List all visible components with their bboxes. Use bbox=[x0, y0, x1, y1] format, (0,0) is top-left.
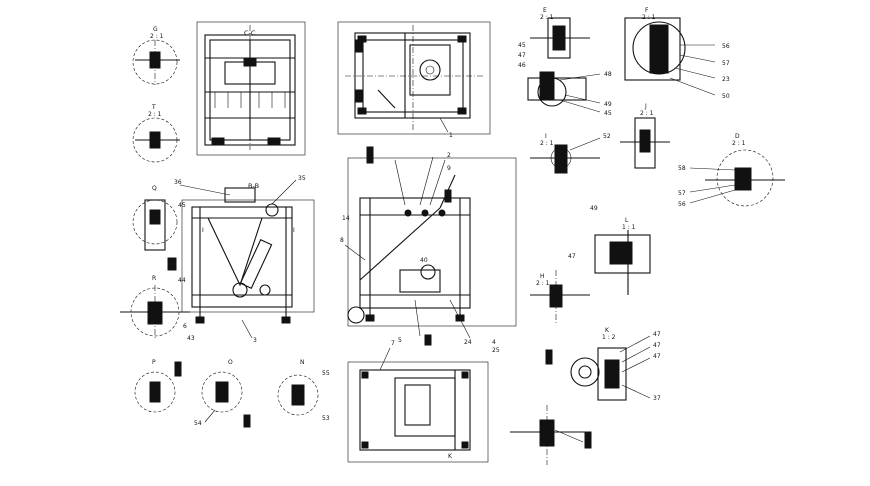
detail-t-scale: 2 : 1 bbox=[148, 111, 162, 118]
callout-48: 50 bbox=[722, 93, 730, 100]
detail-f: F 2 : 1 56 57 23 50 bbox=[624, 7, 730, 100]
callout-30: 40 bbox=[420, 257, 428, 264]
callout-4: 4 bbox=[492, 339, 496, 346]
section-d-title: D bbox=[735, 133, 740, 140]
detail-k: K 1 : 2 47 47 47 37 bbox=[545, 327, 661, 402]
callout-33: 43 bbox=[187, 335, 195, 342]
section-bb-title: B-B bbox=[248, 182, 259, 190]
svg-text:K: K bbox=[448, 453, 453, 460]
detail-p-title: P bbox=[152, 359, 156, 366]
svg-text:I: I bbox=[202, 227, 204, 234]
callout-52: 54 bbox=[194, 420, 202, 427]
callout-6: 6 bbox=[183, 323, 187, 330]
callout-2: 2 bbox=[447, 152, 451, 159]
detail-g-scale: 2 : 1 bbox=[150, 33, 164, 40]
detail-i-title: I bbox=[545, 133, 547, 140]
detail-lower-right bbox=[510, 405, 592, 465]
detail-h-scale: 2 : 1 bbox=[536, 280, 550, 287]
detail-k-scale: 1 : 2 bbox=[602, 334, 616, 341]
view-section-cc: C-C bbox=[196, 21, 306, 156]
callout-25: 35 bbox=[298, 175, 306, 182]
detail-e-scale: 2 : 1 bbox=[540, 14, 554, 21]
detail-o: O 54 bbox=[194, 359, 251, 428]
callout-42: 47 bbox=[653, 331, 661, 338]
callout-26: 36 bbox=[174, 179, 182, 186]
callout-47: 49 bbox=[590, 205, 598, 212]
detail-j-title: J bbox=[644, 103, 647, 110]
callout-38: 47 bbox=[568, 253, 576, 260]
view-bottom-plan: 7 K bbox=[347, 340, 489, 463]
detail-h-title: H bbox=[540, 273, 545, 280]
detail-l-title: L bbox=[625, 217, 629, 224]
callout-35: 45 bbox=[178, 202, 186, 209]
detail-j: J 2 : 1 bbox=[620, 103, 670, 169]
detail-d: D 2 : 1 58 57 56 bbox=[678, 133, 785, 208]
detail-i: I 2 : 1 52 bbox=[530, 133, 611, 174]
callout-37: 47 bbox=[518, 52, 526, 59]
callout-34: 44 bbox=[178, 277, 186, 284]
callout-8: 8 bbox=[340, 237, 344, 244]
callout-44: 48 bbox=[604, 71, 612, 78]
view-front-elevation: 2 9 8 14 40 5 24 4 25 bbox=[340, 146, 517, 354]
callout-20: 24 bbox=[464, 339, 472, 346]
detail-o-title: O bbox=[228, 359, 233, 366]
detail-q: Q 45 44 bbox=[132, 185, 186, 284]
detail-n-title: N bbox=[300, 359, 305, 366]
callout-50: 53 bbox=[322, 415, 330, 422]
callout-29: 37 bbox=[653, 395, 661, 402]
detail-f-title: F bbox=[645, 7, 649, 14]
detail-p: P bbox=[134, 359, 182, 413]
callout-43: 47 bbox=[653, 353, 661, 360]
detail-gear: 48 49 45 bbox=[527, 71, 612, 117]
svg-text:I: I bbox=[293, 227, 295, 234]
detail-k-title: K bbox=[605, 327, 610, 334]
callout-49: 52 bbox=[603, 133, 611, 140]
callout-53: 55 bbox=[322, 370, 330, 377]
detail-n: N 55 53 bbox=[277, 359, 330, 422]
detail-l-scale: 1 : 1 bbox=[622, 224, 636, 231]
detail-j-scale: 2 : 1 bbox=[640, 110, 654, 117]
detail-q-title: Q bbox=[152, 185, 157, 192]
callout-56: 56 bbox=[678, 201, 686, 208]
callout-9: 9 bbox=[447, 165, 451, 172]
detail-t: T 2 : 1 bbox=[132, 104, 180, 163]
detail-r: R 6 43 bbox=[120, 275, 195, 342]
callout-5: 5 bbox=[398, 337, 402, 344]
detail-l: L 1 : 1 49 bbox=[590, 205, 651, 295]
callout-35b: 45 bbox=[518, 42, 526, 49]
callout-1: 1 bbox=[449, 132, 453, 139]
callout-58: 58 bbox=[678, 165, 686, 172]
callout-3: 3 bbox=[253, 337, 257, 344]
callout-36: 46 bbox=[518, 62, 526, 69]
detail-r-title: R bbox=[152, 275, 156, 282]
callout-46: 49 bbox=[604, 101, 612, 108]
callout-23: 23 bbox=[722, 76, 730, 83]
detail-g-title: G bbox=[153, 26, 158, 33]
detail-i-scale: 2 : 1 bbox=[540, 140, 554, 147]
detail-g: G 2 : 1 bbox=[132, 26, 180, 85]
view-section-bb: B-B 36 35 3 I I bbox=[174, 175, 315, 344]
callout-45: 45 bbox=[604, 110, 612, 117]
callout-14: 14 bbox=[342, 215, 350, 222]
callout-7: 7 bbox=[391, 340, 395, 347]
detail-t-title: T bbox=[151, 104, 156, 111]
detail-e: E 2 : 1 45 47 46 bbox=[518, 7, 590, 69]
callout-57: 57 bbox=[678, 190, 686, 197]
section-d-scale: 2 : 1 bbox=[732, 140, 746, 147]
callout-55: 57 bbox=[722, 60, 730, 67]
detail-h: H 2 : 1 47 bbox=[530, 253, 590, 325]
view-top-plan: 1 bbox=[337, 21, 491, 139]
detail-e-title: E bbox=[543, 7, 547, 14]
callout-54: 56 bbox=[722, 43, 730, 50]
callout-40: 47 bbox=[653, 342, 661, 349]
callout-24: 25 bbox=[492, 347, 500, 354]
